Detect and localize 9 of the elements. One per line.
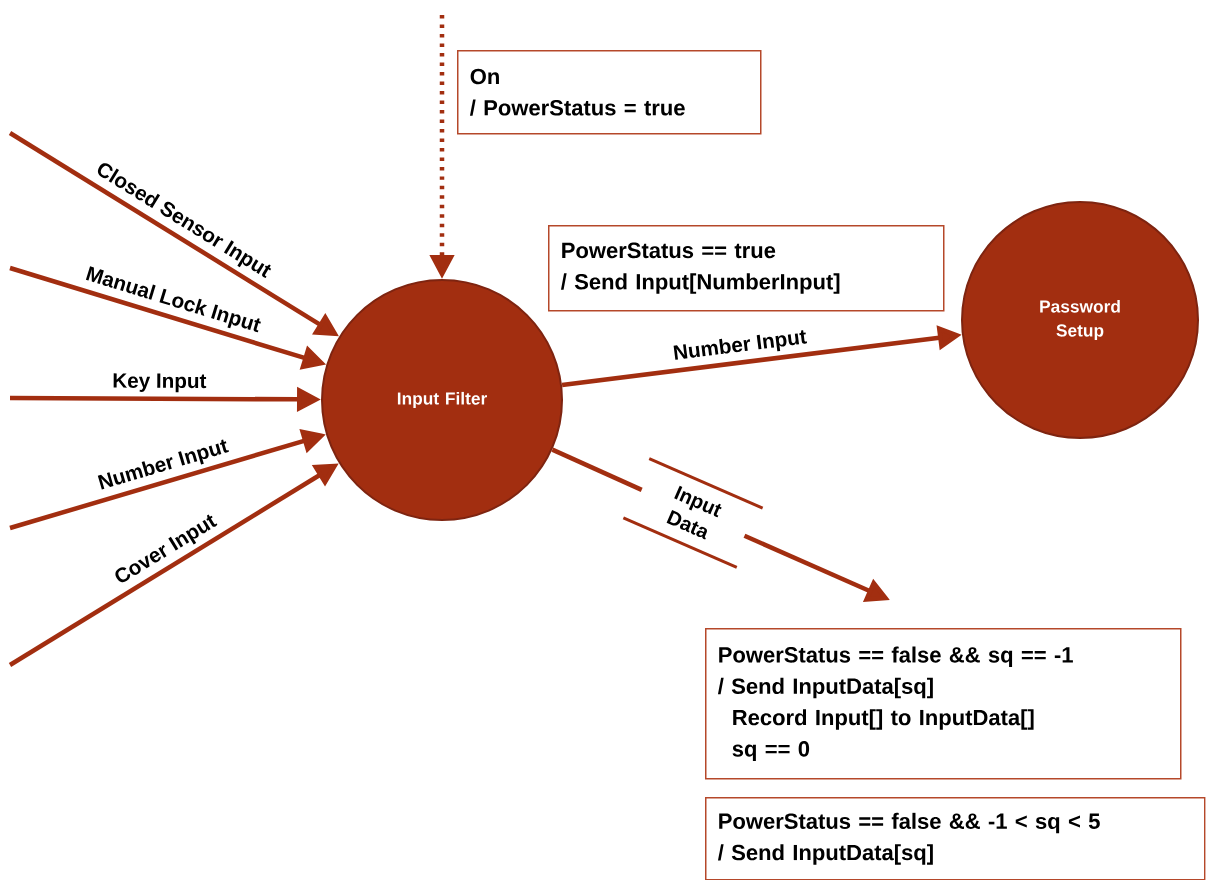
edge-label: Key Input [113,373,207,393]
condition-box: On / PowerStatus = true [457,50,762,135]
edge-label: Number Input [673,330,807,360]
condition-box: PowerStatus == true / Send Input[NumberInput] [548,225,945,312]
edge-label: Number Input [97,439,229,490]
connector-line [551,447,643,492]
data-store: Input Data [622,457,764,569]
condition-box: PowerStatus == false && sq == -1 / Send InputData[sq] Record Input[] to InputData[] sq == 0 [705,628,1182,780]
condition-box: PowerStatus == false && -1 < sq < 5 / Send InputData[sq] [705,797,1206,880]
